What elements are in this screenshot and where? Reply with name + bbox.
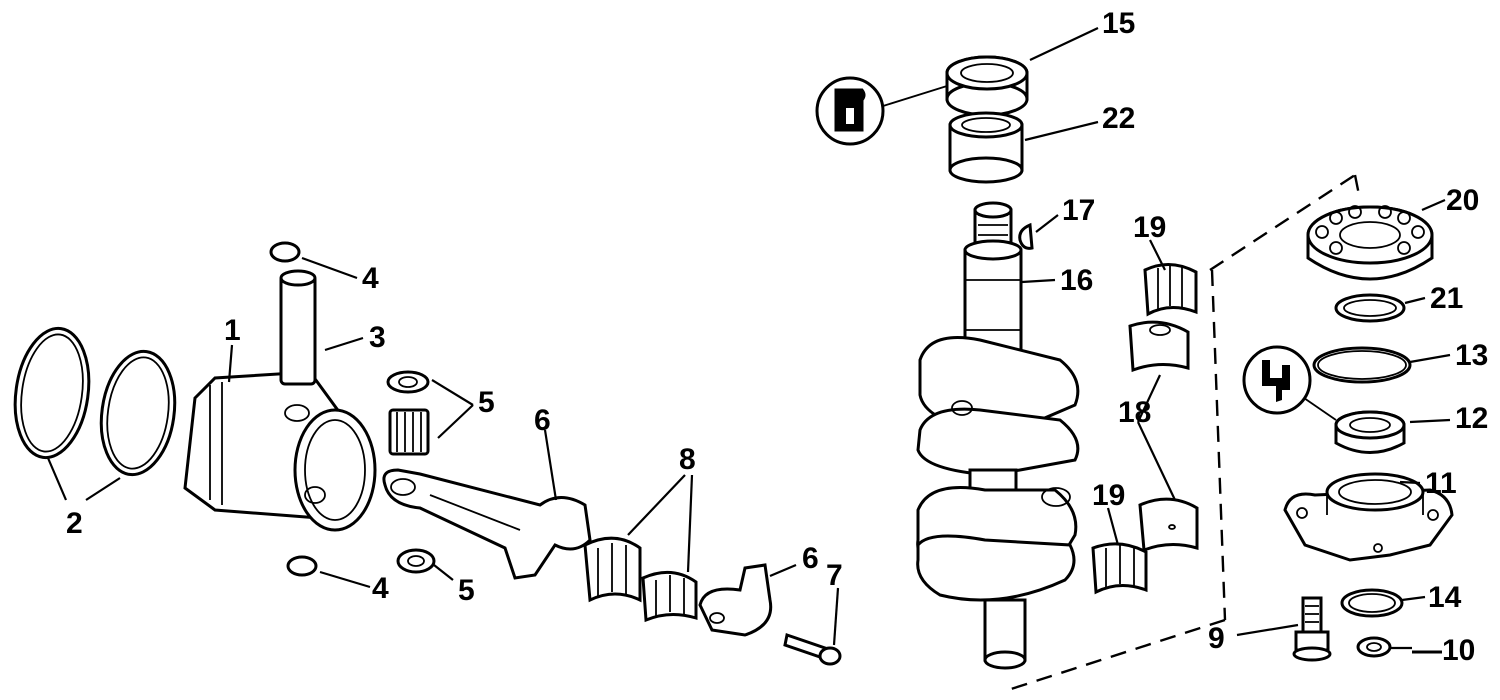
wrist-pin (279, 269, 317, 386)
wrist-pin-bearings (386, 370, 436, 574)
callout-5-bottom: 5 (458, 574, 475, 607)
callout-6-rod: 6 (534, 404, 551, 437)
gasket-ring (1340, 588, 1404, 618)
piston (183, 370, 377, 532)
callout-22: 22 (1102, 102, 1135, 135)
main-bearing-lower (1091, 542, 1148, 595)
main-bearing-liner-upper (1128, 320, 1190, 373)
retaining-rings (269, 241, 318, 577)
snap-ring (1334, 293, 1406, 323)
woodruff-key (1018, 222, 1034, 250)
callout-labels: 1 2 3 4 4 5 5 6 6 7 8 9 —10 11 12 13 14 … (66, 7, 1488, 667)
piston-rings (13, 326, 177, 477)
callout-6-cap: 6 (802, 542, 819, 575)
upper-needle-bearing (948, 111, 1024, 184)
main-bearing-liner-lower (1138, 497, 1199, 553)
crankshaft (916, 201, 1080, 670)
rod-cap (698, 563, 773, 637)
crankpin-bearings (583, 536, 698, 623)
main-bearing-upper (1143, 263, 1198, 317)
callout-17: 17 (1062, 194, 1095, 227)
callout-13: 13 (1455, 339, 1488, 372)
callout-21: 21 (1430, 282, 1463, 315)
callout-8: 8 (679, 443, 696, 476)
lower-bearing-housing (1283, 472, 1454, 562)
callout-1: 1 (224, 314, 241, 347)
callout-19-top: 19 (1133, 211, 1166, 244)
callout-4-top: 4 (362, 262, 379, 295)
callout-3: 3 (369, 321, 386, 354)
connecting-rod (382, 468, 592, 580)
housing-outline (1007, 173, 1362, 692)
callout-19-bottom: 19 (1092, 479, 1125, 512)
o-ring (1312, 346, 1412, 384)
callout-12: 12 (1455, 402, 1488, 435)
seal-orientation-detail-icon (1242, 345, 1312, 415)
callout-2: 2 (66, 507, 83, 540)
callout-14: 14 (1428, 581, 1462, 614)
leader-lines (46, 27, 1451, 650)
callout-11: 11 (1425, 467, 1457, 500)
callout-5-top: 5 (478, 386, 495, 419)
top-seal (945, 55, 1029, 117)
callout-10: —10 (1412, 634, 1475, 667)
callout-7: 7 (826, 559, 843, 592)
washer (1356, 636, 1392, 658)
lower-seal (1334, 410, 1406, 454)
callout-15: 15 (1102, 7, 1135, 40)
callout-9: 9 (1208, 622, 1225, 655)
callout-18: 18 (1118, 396, 1151, 429)
rod-cap-bolt (783, 633, 842, 666)
ball-bearing (1306, 205, 1434, 281)
housing-bolt (1292, 596, 1332, 662)
callout-4-bottom: 4 (372, 572, 389, 605)
seal-detail-icon (815, 76, 885, 146)
callout-16: 16 (1060, 264, 1093, 297)
callout-20: 20 (1446, 184, 1479, 217)
